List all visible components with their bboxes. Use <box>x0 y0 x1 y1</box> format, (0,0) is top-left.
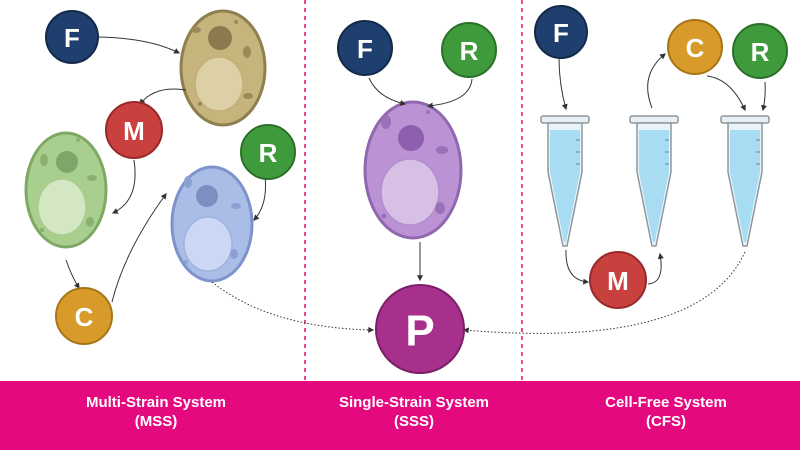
system-name-cfs: Cell-Free System <box>605 394 727 411</box>
node-f-cfs: F <box>534 5 588 59</box>
system-abbr-sss: (SSS) <box>393 413 434 430</box>
node-r-mss: R <box>240 124 296 180</box>
node-c-cfs: C <box>667 19 723 75</box>
arrow-cfs-f-to-tube-1 <box>558 57 568 111</box>
system-label-banner: Multi-Strain System (MSS) Single-Strain … <box>0 381 800 450</box>
node-f-mss-label: F <box>64 23 80 53</box>
node-f-mss: F <box>45 10 99 64</box>
cfs-tube-1 <box>540 115 590 247</box>
node-p-label: P <box>405 307 434 356</box>
sss-cell-purple <box>363 100 463 240</box>
system-abbr-cfs: (CFS) <box>646 413 686 430</box>
cfs-tube-3 <box>720 115 770 247</box>
arrow-sss-f-to-cell <box>368 77 407 106</box>
mss-cell-tan <box>179 9 267 127</box>
node-m-cfs-label: M <box>607 266 629 296</box>
system-name-sss: Single-Strain System <box>338 394 490 411</box>
node-r-sss: R <box>441 22 497 78</box>
mss-cell-blue <box>170 165 254 283</box>
arrow-mss-r-to-blue-cell <box>253 175 266 221</box>
node-r-cfs-label: R <box>751 37 770 67</box>
node-f-cfs-label: F <box>553 18 569 48</box>
cfs-tube-2 <box>629 115 679 247</box>
node-r-mss-label: R <box>259 138 278 168</box>
node-m-mss-label: M <box>123 116 145 146</box>
node-m-mss: M <box>105 101 163 159</box>
node-c-mss: C <box>55 287 113 345</box>
node-r-cfs: R <box>732 23 788 79</box>
arrow-mss-c-to-blue-cell <box>111 193 167 303</box>
system-label-mss: Multi-Strain System (MSS) <box>26 393 286 431</box>
arrow-cfs-c-to-tube-3 <box>706 75 746 112</box>
arrow-mss-blue-cell-to-p <box>211 281 375 333</box>
arrow-sss-r-to-cell <box>426 78 473 109</box>
node-c-mss-label: C <box>75 302 94 332</box>
arrow-cfs-tube-1-to-m <box>565 249 590 285</box>
mss-cell-green <box>24 131 108 249</box>
arrow-mss-tan-cell-to-m <box>139 88 187 105</box>
arrow-mss-green-cell-to-c <box>65 259 80 290</box>
node-c-cfs-label: C <box>686 33 705 63</box>
node-f-sss-label: F <box>357 34 373 64</box>
node-f-sss: F <box>337 20 393 76</box>
system-abbr-mss: (MSS) <box>134 413 178 430</box>
arrow-mss-f-to-tan-cell <box>97 36 181 54</box>
system-label-cfs: Cell-Free System (CFS) <box>536 393 796 431</box>
arrow-cfs-tube-3-to-p <box>462 251 746 334</box>
system-name-mss: Multi-Strain System <box>85 394 227 411</box>
node-r-sss-label: R <box>460 36 479 66</box>
arrow-cfs-m-to-tube-2 <box>647 252 664 285</box>
arrow-cfs-r-to-tube-3 <box>761 81 767 112</box>
node-m-cfs: M <box>589 251 647 309</box>
arrow-cfs-tube-2-to-c <box>647 53 666 109</box>
system-label-sss: Single-Strain System (SSS) <box>284 393 544 431</box>
arrow-mss-m-to-green-cell <box>111 159 136 214</box>
node-p: P <box>375 284 465 374</box>
